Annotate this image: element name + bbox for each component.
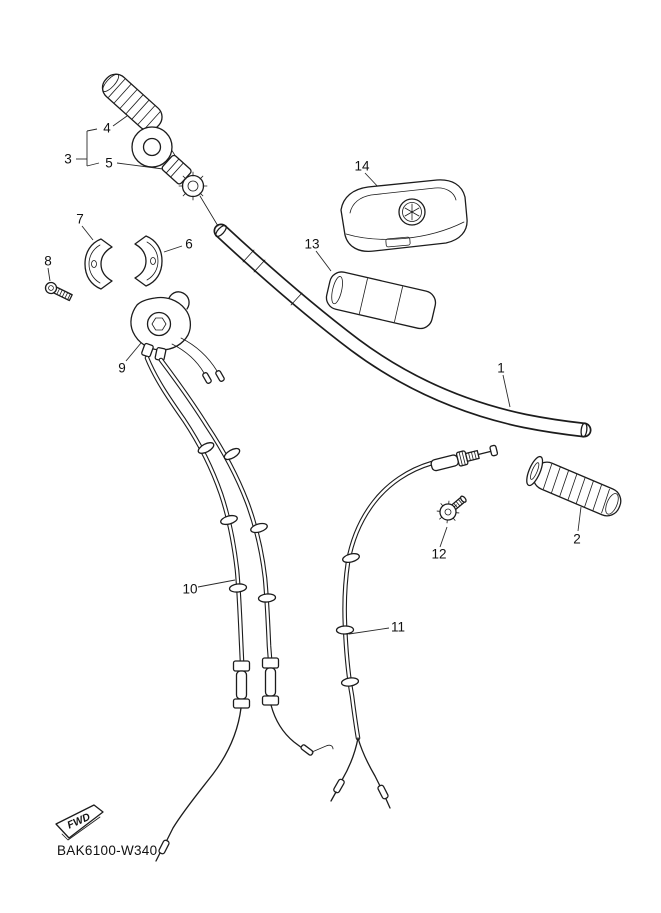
throttle-cables-drawing — [144, 355, 334, 862]
cable-adjuster-drawing — [436, 495, 467, 524]
part-callout-10[interactable]: 10 — [182, 581, 198, 597]
part-callout-11[interactable]: 11 — [390, 619, 406, 635]
bar-pad-cover-drawing — [340, 179, 468, 253]
throttle-tube-gear-drawing — [178, 171, 208, 201]
fwd-arrow: FWD — [55, 804, 104, 841]
part-callout-13[interactable]: 13 — [304, 236, 320, 252]
diagram-code: BAK6100-W340 — [57, 843, 158, 858]
part-callout-12[interactable]: 12 — [431, 546, 447, 562]
part-callout-1[interactable]: 1 — [497, 360, 505, 376]
part-callout-3[interactable]: 3 — [64, 151, 72, 167]
part-callout-9[interactable]: 9 — [118, 360, 126, 376]
clutch-cable-drawing — [330, 444, 499, 809]
bar-pad-drawing — [325, 271, 437, 330]
handlebar-clamp-front-drawing — [84, 238, 113, 290]
part-callout-7[interactable]: 7 — [76, 211, 84, 227]
leader-lines — [47, 115, 582, 635]
bolt-drawing — [44, 281, 73, 302]
handlebar-clamp-rear-drawing — [134, 235, 163, 287]
part-callout-4[interactable]: 4 — [103, 120, 111, 136]
throttle-inner-wires-drawing — [171, 337, 225, 384]
part-callout-5[interactable]: 5 — [105, 155, 113, 171]
right-grip-drawing — [526, 455, 622, 517]
left-grip-assembly-drawing — [101, 73, 219, 227]
part-callout-8[interactable]: 8 — [44, 253, 52, 269]
throttle-housing-drawing — [130, 291, 192, 362]
part-callout-2[interactable]: 2 — [573, 531, 581, 547]
handlebar-drawing — [213, 223, 592, 438]
part-callout-6[interactable]: 6 — [185, 236, 193, 252]
part-callout-14[interactable]: 14 — [354, 158, 370, 174]
